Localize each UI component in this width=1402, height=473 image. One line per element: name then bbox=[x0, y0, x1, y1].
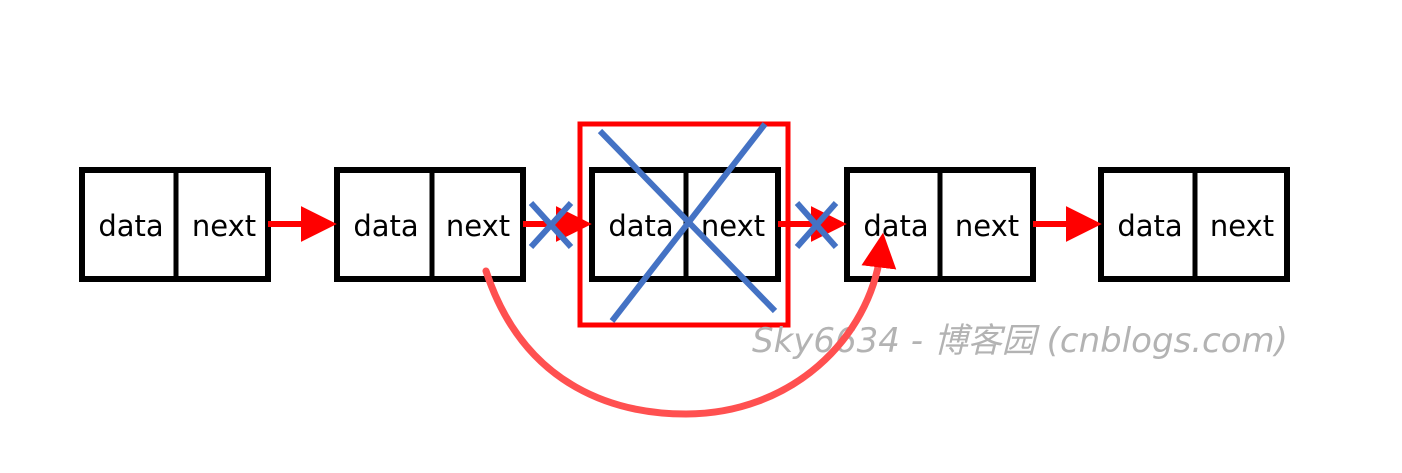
list-node-5: data next bbox=[1098, 167, 1290, 282]
broken-link-cross-right bbox=[794, 201, 839, 249]
next-field-label: next bbox=[192, 209, 256, 243]
broken-link-cross-left bbox=[528, 200, 574, 250]
next-field-label: next bbox=[1210, 209, 1274, 243]
data-field-label: data bbox=[98, 209, 163, 243]
next-field-label: next bbox=[446, 209, 510, 243]
list-node-2: data next bbox=[334, 167, 526, 282]
next-field-label: next bbox=[701, 209, 765, 243]
data-field-label: data bbox=[1117, 209, 1182, 243]
delete-cross-mark bbox=[597, 122, 778, 323]
bypass-link-arc bbox=[482, 232, 897, 418]
list-node-4: data next bbox=[844, 167, 1036, 282]
next-field-label: next bbox=[955, 209, 1019, 243]
deleted-node-highlight-box bbox=[577, 121, 791, 328]
data-field-label: data bbox=[353, 209, 418, 243]
list-node-1: data next bbox=[79, 167, 271, 282]
data-field-label: data bbox=[608, 209, 673, 243]
data-field-label: data bbox=[863, 209, 928, 243]
